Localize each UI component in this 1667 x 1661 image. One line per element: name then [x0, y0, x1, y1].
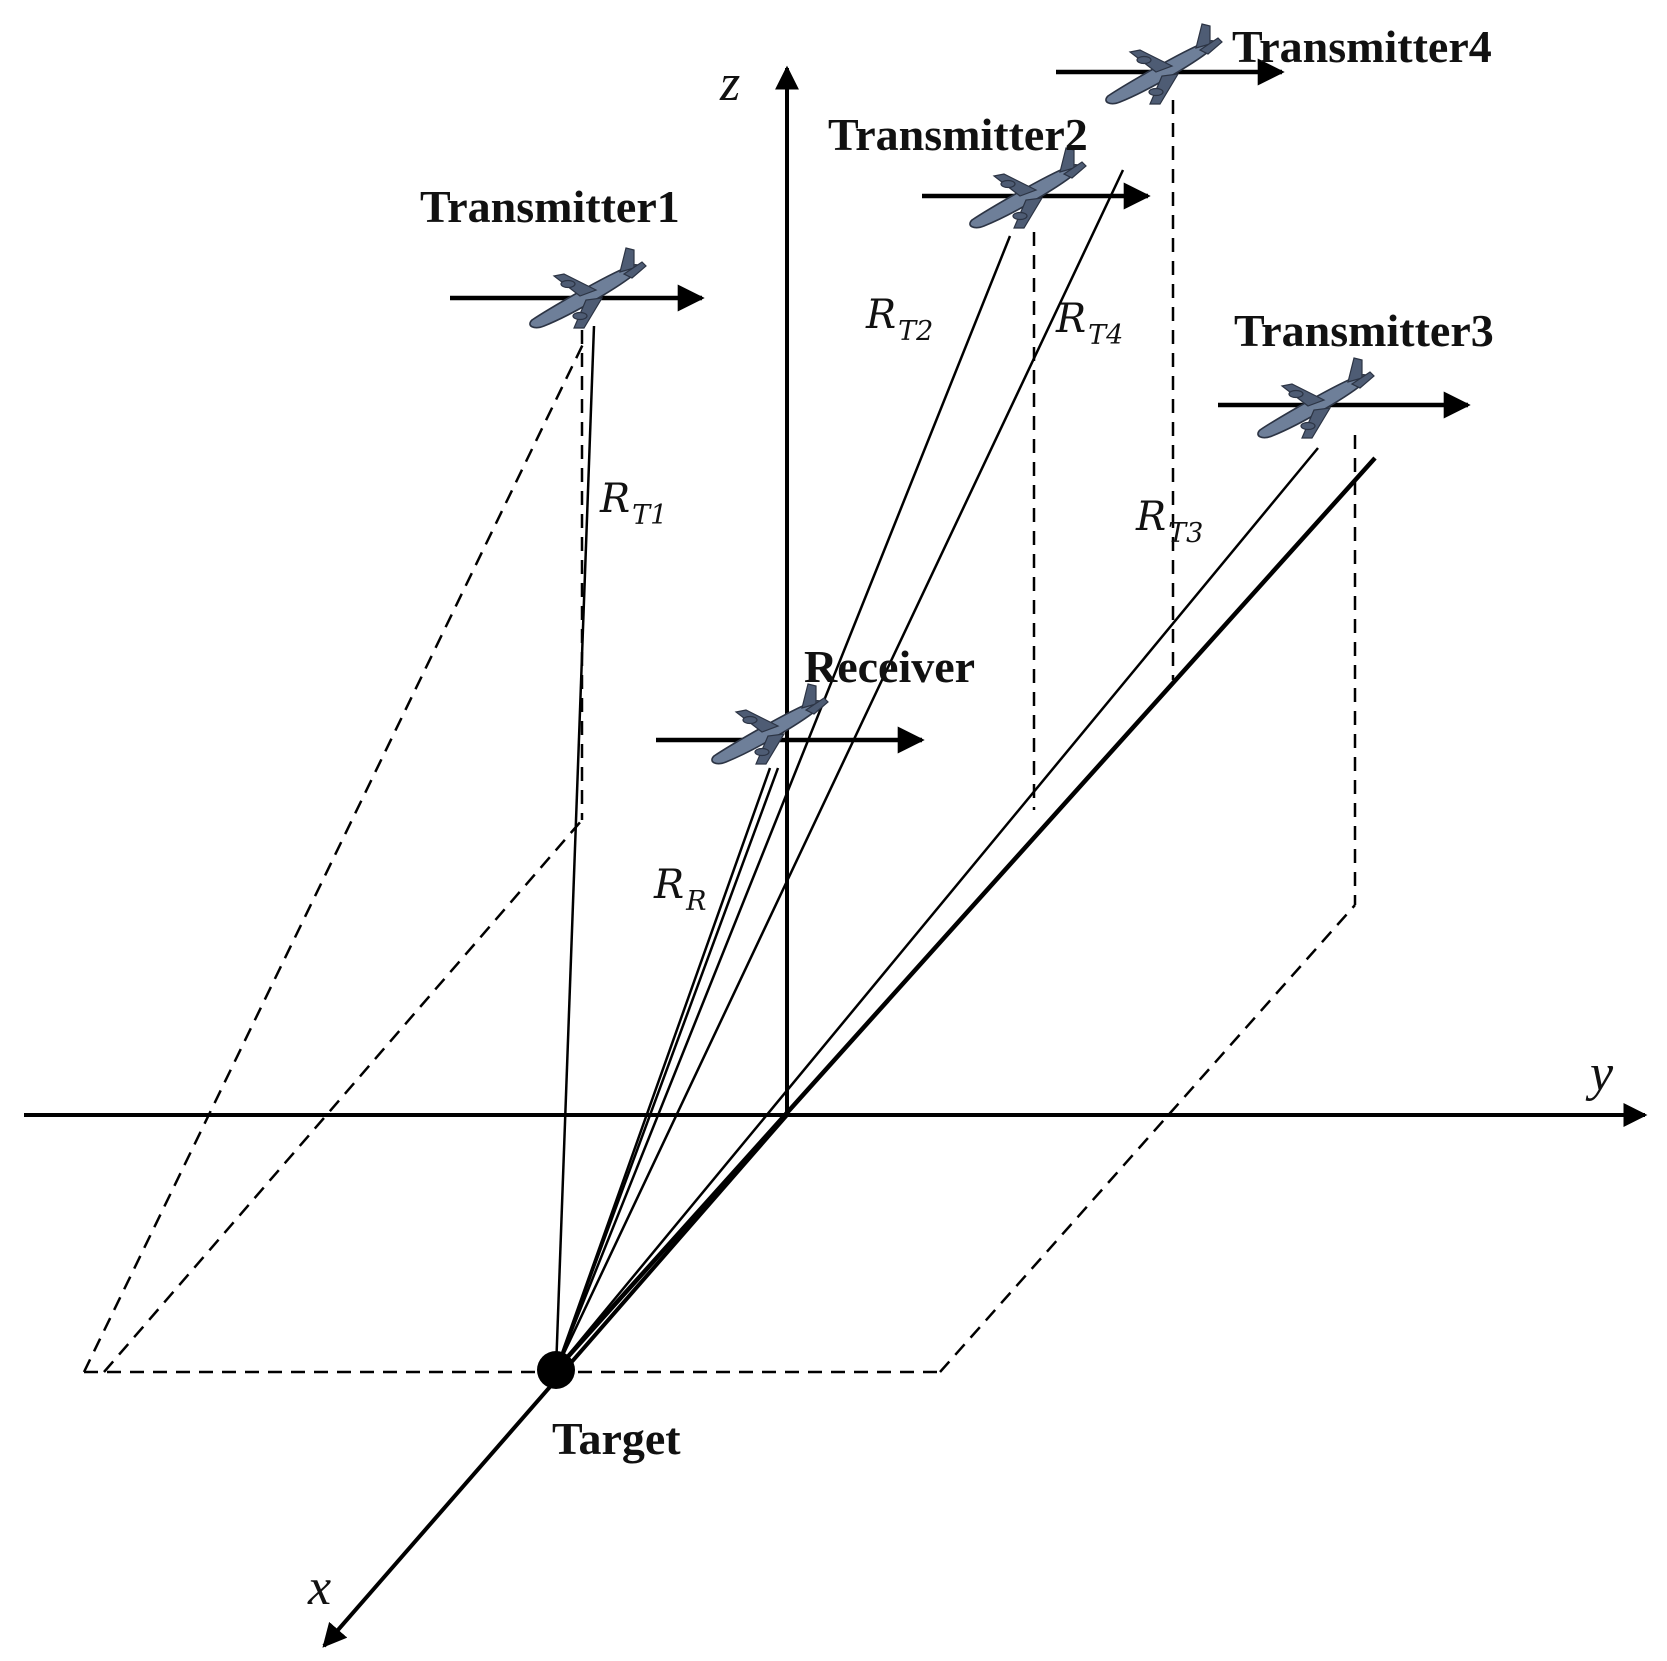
- range-label-rt2-sub: T2: [898, 316, 933, 347]
- drop-lines: [580, 100, 1357, 905]
- range-line-rr-a: [554, 767, 772, 1371]
- range-line-rt2: [554, 235, 1012, 1371]
- range-line-rt1: [554, 325, 596, 1371]
- transmitter3-aircraft-icon: [1257, 357, 1375, 439]
- range-label-rt2: RT2: [865, 292, 933, 347]
- range-label-rt4-base: R: [1055, 296, 1086, 342]
- range-line-rt4: [554, 169, 1125, 1371]
- range-lines: [554, 169, 1377, 1372]
- ground-edge-t1-a: [82, 339, 587, 1373]
- transmitter1-label: Transmitter1: [420, 181, 680, 232]
- range-label-rr-sub: R: [685, 886, 706, 917]
- range-label-rt3: RT3: [1135, 494, 1203, 549]
- range-line-ground-diagonal: [554, 456, 1377, 1372]
- receiver-label: Receiver: [804, 641, 975, 692]
- transmitter4-label: Transmitter4: [1232, 21, 1492, 72]
- receiver-aircraft-icon: [711, 683, 829, 765]
- node-labels: Transmitter1 Transmitter2 Transmitter4 T…: [420, 21, 1494, 1464]
- transmitter2-label: Transmitter2: [828, 109, 1088, 160]
- target-point: [537, 1351, 575, 1389]
- transmitter4-aircraft-icon: [1105, 23, 1223, 105]
- range-line-rt3: [555, 447, 1319, 1371]
- transmitter3-label: Transmitter3: [1234, 305, 1494, 356]
- ground-edge-t3: [939, 904, 1356, 1373]
- axis-labels: z y x: [307, 55, 1614, 1616]
- range-labels: RT1 RT2 RT4 RT3 RR: [599, 292, 1203, 917]
- range-label-rr: RR: [653, 862, 706, 917]
- z-axis-label: z: [719, 55, 740, 112]
- range-label-rt2-base: R: [865, 292, 896, 338]
- range-label-rt4: RT4: [1055, 296, 1123, 351]
- range-label-rr-base: R: [653, 862, 684, 908]
- ground-edge-t1-b: [103, 819, 583, 1373]
- y-axis-label: y: [1585, 1045, 1614, 1102]
- transmitter1-aircraft-icon: [529, 247, 647, 329]
- range-label-rt1: RT1: [599, 476, 667, 531]
- transmitter2-aircraft-icon: [969, 147, 1087, 229]
- target-label: Target: [552, 1413, 681, 1464]
- ground-projection: [82, 339, 1356, 1374]
- range-label-rt1-base: R: [599, 476, 630, 522]
- x-axis-label: x: [307, 1559, 331, 1616]
- range-label-rt1-sub: T1: [632, 500, 667, 531]
- range-label-rt3-sub: T3: [1168, 518, 1203, 549]
- range-label-rt4-sub: T4: [1088, 320, 1123, 351]
- range-label-rt3-base: R: [1135, 494, 1166, 540]
- range-line-rr-b: [554, 767, 780, 1371]
